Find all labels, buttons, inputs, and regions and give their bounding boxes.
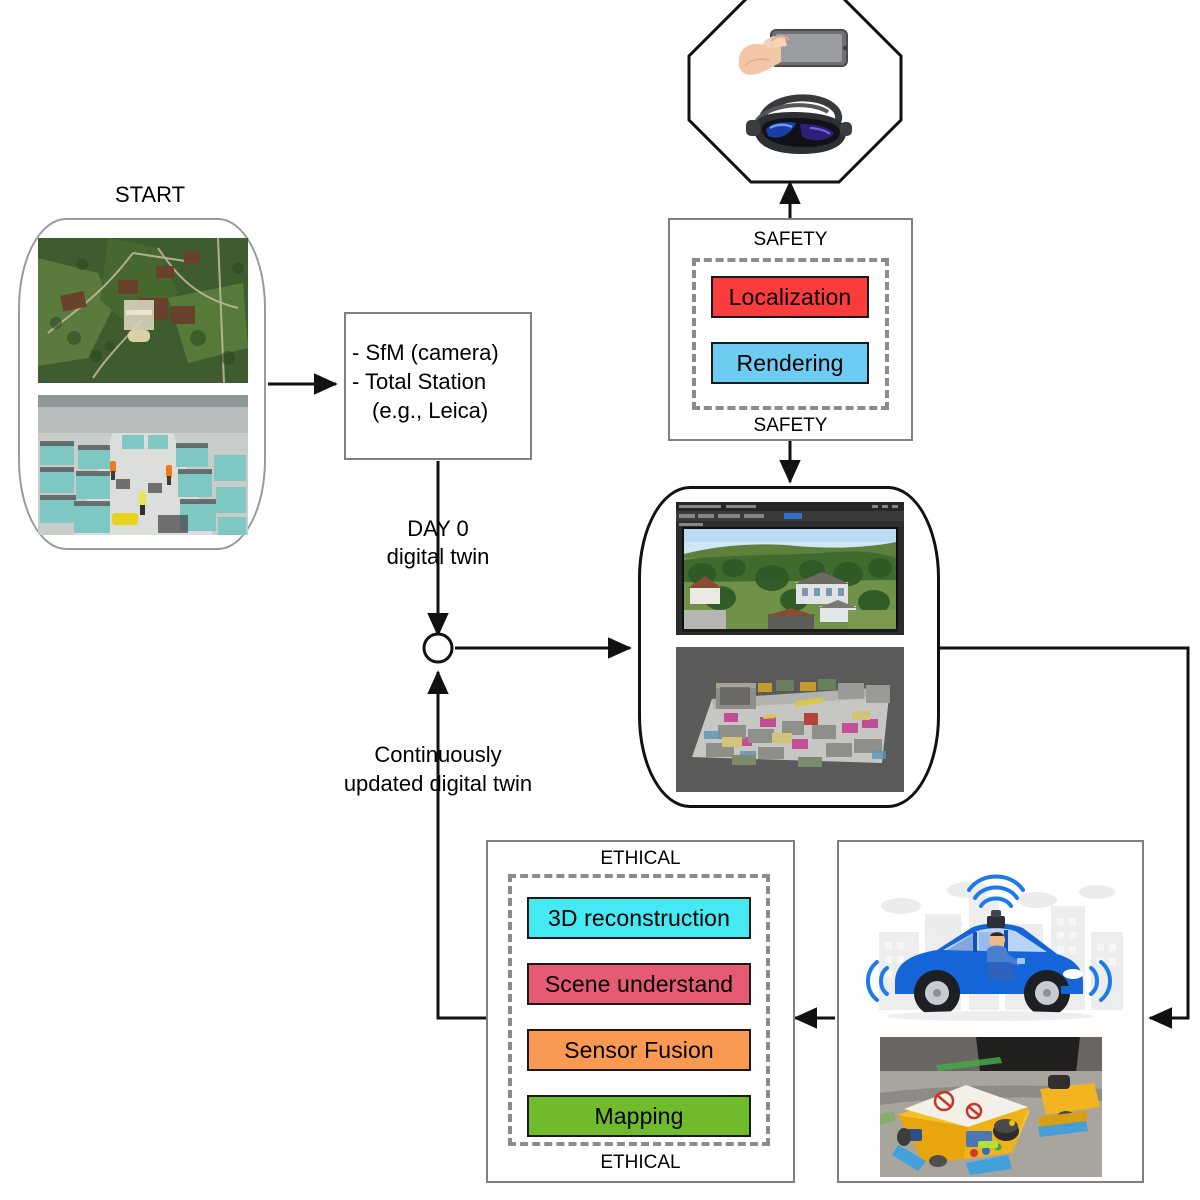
ethical-item-3d-reconstruction[interactable]: 3D reconstruction: [527, 897, 751, 939]
smartphone-in-hand-photo: [733, 22, 853, 80]
safety-item-rendering-label: Rendering: [736, 349, 844, 376]
continuous-label-line1: Continuously: [374, 742, 502, 767]
ethical-item-mapping[interactable]: Mapping: [527, 1095, 751, 1137]
vr-headset-photo: [740, 88, 858, 160]
continuous-label-line2: updated digital twin: [343, 771, 533, 796]
acquisition-method-box: [344, 312, 532, 460]
start-label: START: [114, 182, 186, 207]
start-aerial-photo: [38, 238, 248, 383]
safety-bottom-label: SAFETY: [753, 415, 828, 436]
safety-item-localization[interactable]: Localization: [711, 276, 869, 318]
ethical-dashed-region: [508, 874, 770, 1146]
acquisition-line-1: - SfM (camera): [352, 340, 499, 365]
ethical-item-sensor-fusion[interactable]: Sensor Fusion: [527, 1029, 751, 1071]
safety-item-localization-label: Localization: [728, 283, 852, 310]
ethical-item-sensor-fusion-label: Sensor Fusion: [564, 1036, 714, 1063]
ethical-bottom-label: ETHICAL: [600, 1152, 681, 1173]
ethical-item-mapping-label: Mapping: [594, 1102, 684, 1129]
digital-twin-pointcloud-screenshot: [676, 647, 904, 792]
start-warehouse-photo: [38, 395, 248, 535]
safety-group-box: [668, 218, 913, 441]
ethical-top-label: ETHICAL: [600, 848, 681, 869]
acquisition-line-2: - Total Station: [352, 369, 487, 394]
safety-dashed-region: [692, 258, 889, 410]
wire-ethical-to-junction: [427, 670, 486, 1020]
ethical-item-scene-understand-label: Scene understand: [544, 970, 734, 997]
ethical-item-3d-reconstruction-label: 3D reconstruction: [548, 904, 730, 931]
agv-robot-photo: [880, 1037, 1102, 1177]
safety-top-label: SAFETY: [753, 229, 828, 250]
acquisition-line-3: (e.g., Leica): [372, 398, 489, 423]
junction-node: [422, 632, 454, 664]
ethical-item-scene-understand[interactable]: Scene understand: [527, 963, 751, 1005]
autonomous-car-illustration: [851, 862, 1130, 1032]
day-zero-label-line2: digital twin: [386, 544, 490, 569]
safety-item-rendering[interactable]: Rendering: [711, 342, 869, 384]
day-zero-label-line1: DAY 0: [407, 516, 469, 541]
digital-twin-viewer-screenshot: [676, 502, 904, 635]
